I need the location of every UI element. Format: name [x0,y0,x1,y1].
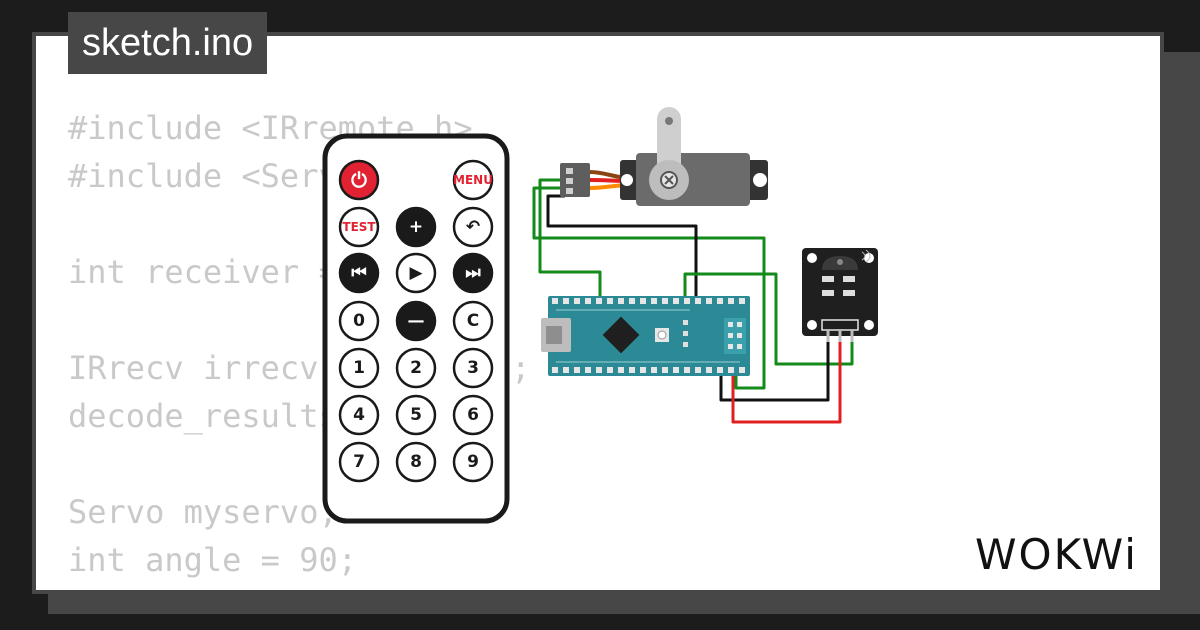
remote-button-body [338,394,380,436]
code-preview: #include <IRremote.h> #include <Servo.h>… [68,104,530,584]
wire-servo-power [532,186,766,390]
remote-button-label: — [408,311,425,331]
remote-button-label: ↶ [466,217,480,237]
remote-button-back[interactable]: ↶ [452,206,494,248]
remote-button-body [452,206,494,248]
remote-button-label: 8 [410,452,422,472]
remote-button-label: + [409,217,423,237]
code-line: int angle = 90; [68,541,357,579]
remote-button-body [452,252,494,294]
remote-button-body [452,394,494,436]
remote-button-play[interactable]: ▶ [395,252,437,294]
wire-servo-ground [546,194,698,298]
remote-button-menu[interactable]: MENU [452,159,494,201]
remote-button-body [452,347,494,389]
remote-button-body [338,206,380,248]
remote-button-5[interactable]: 5 [395,394,437,436]
wokwi-logo: WOKWi [975,530,1138,579]
remote-button-6[interactable]: 6 [452,394,494,436]
file-tab[interactable]: sketch.ino [68,12,268,74]
remote-button-label: 5 [410,405,422,425]
remote-button-4[interactable]: 4 [338,394,380,436]
remote-button-8[interactable]: 8 [395,441,437,483]
remote-button-label: ⏮ [351,263,366,283]
remote-button-body [395,206,437,248]
remote-button-body [395,252,437,294]
remote-button-label: C [467,311,479,331]
servo-motor[interactable] [560,107,768,206]
remote-button-label: 4 [353,405,365,425]
ir-receiver-module[interactable] [802,248,878,342]
remote-button-3[interactable]: 3 [452,347,494,389]
remote-button-c[interactable]: C [452,300,494,342]
remote-button-label: 3 [467,358,479,378]
remote-button-body [338,441,380,483]
remote-button-body [395,347,437,389]
remote-button-body [452,300,494,342]
remote-button-label: 7 [353,452,365,472]
remote-button-plus[interactable]: + [395,206,437,248]
remote-button-label: ⏻ [351,168,367,192]
remote-button-9[interactable]: 9 [452,441,494,483]
remote-button-next[interactable]: ⏭ [452,252,494,294]
remote-buttons: ⏻ MENU TEST + ↶ ⏮ ▶ ⏭ 0 — C 1 2 3 4 5 6 7 8 9 [338,159,494,483]
remote-button-label: 0 [353,311,365,331]
remote-button-body [395,300,437,342]
remote-button-prev[interactable]: ⏮ [338,252,380,294]
remote-button-label: 2 [410,358,422,378]
remote-button-label: 1 [353,358,365,378]
wire-ir-ground [719,332,830,402]
arduino-nano-board[interactable] [541,296,750,376]
remote-button-label: ▶ [409,263,423,283]
remote-button-1[interactable]: 1 [338,347,380,389]
remote-button-label: 6 [467,405,479,425]
remote-button-0[interactable]: 0 [338,300,380,342]
remote-button-body [338,159,380,201]
remote-button-7[interactable]: 7 [338,441,380,483]
remote-button-label: ⏭ [465,263,481,283]
wire-ir-vcc [731,332,842,424]
remote-button-body [395,394,437,436]
remote-button-power[interactable]: ⏻ [338,159,380,201]
remote-button-body [452,441,494,483]
remote-button-body [338,300,380,342]
remote-button-label: TEST [342,220,376,234]
wire-servo-signal [538,178,602,298]
remote-button-body [452,159,494,201]
wires [532,178,854,424]
remote-button-minus[interactable]: — [395,300,437,342]
wire-ir-data [683,272,854,366]
ir-remote[interactable]: ⏻ MENU TEST + ↶ ⏮ ▶ ⏭ 0 — C 1 2 3 4 5 6 7 8 9 [322,133,510,524]
remote-button-test[interactable]: TEST [338,206,380,248]
remote-button-body [395,441,437,483]
code-line: Servo myservo; [68,493,338,531]
remote-button-label: MENU [453,173,493,187]
remote-button-2[interactable]: 2 [395,347,437,389]
remote-button-label: 9 [467,452,479,472]
remote-button-body [338,252,380,294]
remote-button-body [338,347,380,389]
